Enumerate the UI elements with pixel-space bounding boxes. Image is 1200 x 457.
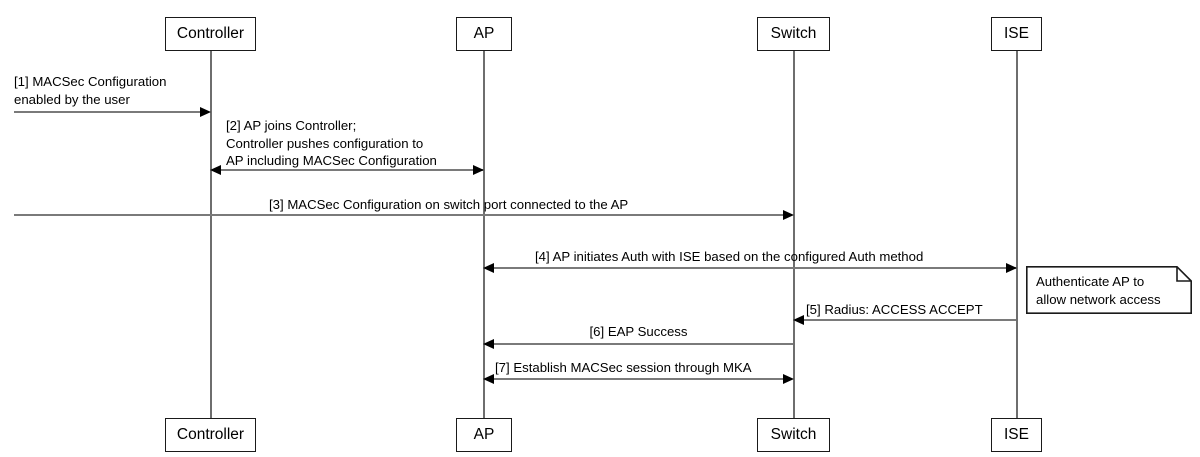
lifeline-ap [483,50,485,418]
message-label-1: [1] MACSec Configuration enabled by the … [14,74,167,107]
message-line-4 [484,267,1016,269]
actor-label-ise-bottom: ISE [1004,426,1029,444]
message-label-3: [3] MACSec Configuration on switch port … [269,197,629,212]
actor-label-ap: AP [473,25,495,43]
message-arrowhead-2-left [210,164,221,175]
note-authenticate-ap: Authenticate AP to allow network access [1026,266,1192,314]
actor-box-ap-top[interactable]: AP [456,17,512,51]
message-arrowhead-7-right [783,373,794,384]
note-text: Authenticate AP to allow network access [1036,274,1161,307]
message-label-2: [2] AP joins Controller; Controller push… [226,118,437,168]
actor-box-ap-bottom[interactable]: AP [456,418,512,452]
message-arrowhead-5-left [793,314,804,325]
message-arrowhead-4-left [483,262,494,273]
message-label-4: [4] AP initiates Auth with ISE based on … [535,249,924,264]
message-line-6 [494,343,793,345]
message-line-3 [14,214,783,216]
actor-label-controller-bottom: Controller [176,426,245,444]
lifeline-switch [793,50,795,418]
actor-box-controller-bottom[interactable]: Controller [165,418,256,452]
actor-label-switch-bottom: Switch [770,426,817,444]
message-line-2 [211,169,483,171]
message-label-5: [5] Radius: ACCESS ACCEPT [806,302,983,317]
message-label-6: [6] EAP Success [589,324,688,339]
actor-label-ap-bottom: AP [473,426,495,444]
actor-box-controller-top[interactable]: Controller [165,17,256,51]
actor-box-switch-top[interactable]: Switch [757,17,830,51]
message-arrowhead-6-left [483,338,494,349]
message-arrowhead-7-left [483,373,494,384]
message-line-7 [494,378,783,380]
message-line-1 [14,111,203,113]
actor-box-ise-bottom[interactable]: ISE [991,418,1042,452]
message-arrowhead-2-right [473,164,484,175]
message-line-5 [794,319,1016,321]
actor-box-switch-bottom[interactable]: Switch [757,418,830,452]
lifeline-ise [1016,50,1018,418]
lifeline-controller [210,50,212,418]
actor-label-controller: Controller [176,25,245,43]
message-arrowhead-4-right [1006,262,1017,273]
message-arrowhead-3-right [783,209,794,220]
actor-label-ise: ISE [1004,25,1029,43]
note-folded-corner-icon [1026,266,1192,314]
actor-label-switch: Switch [770,25,817,43]
message-label-7: [7] Establish MACSec session through MKA [495,360,752,375]
actor-box-ise-top[interactable]: ISE [991,17,1042,51]
message-arrowhead-1-right [200,106,211,117]
